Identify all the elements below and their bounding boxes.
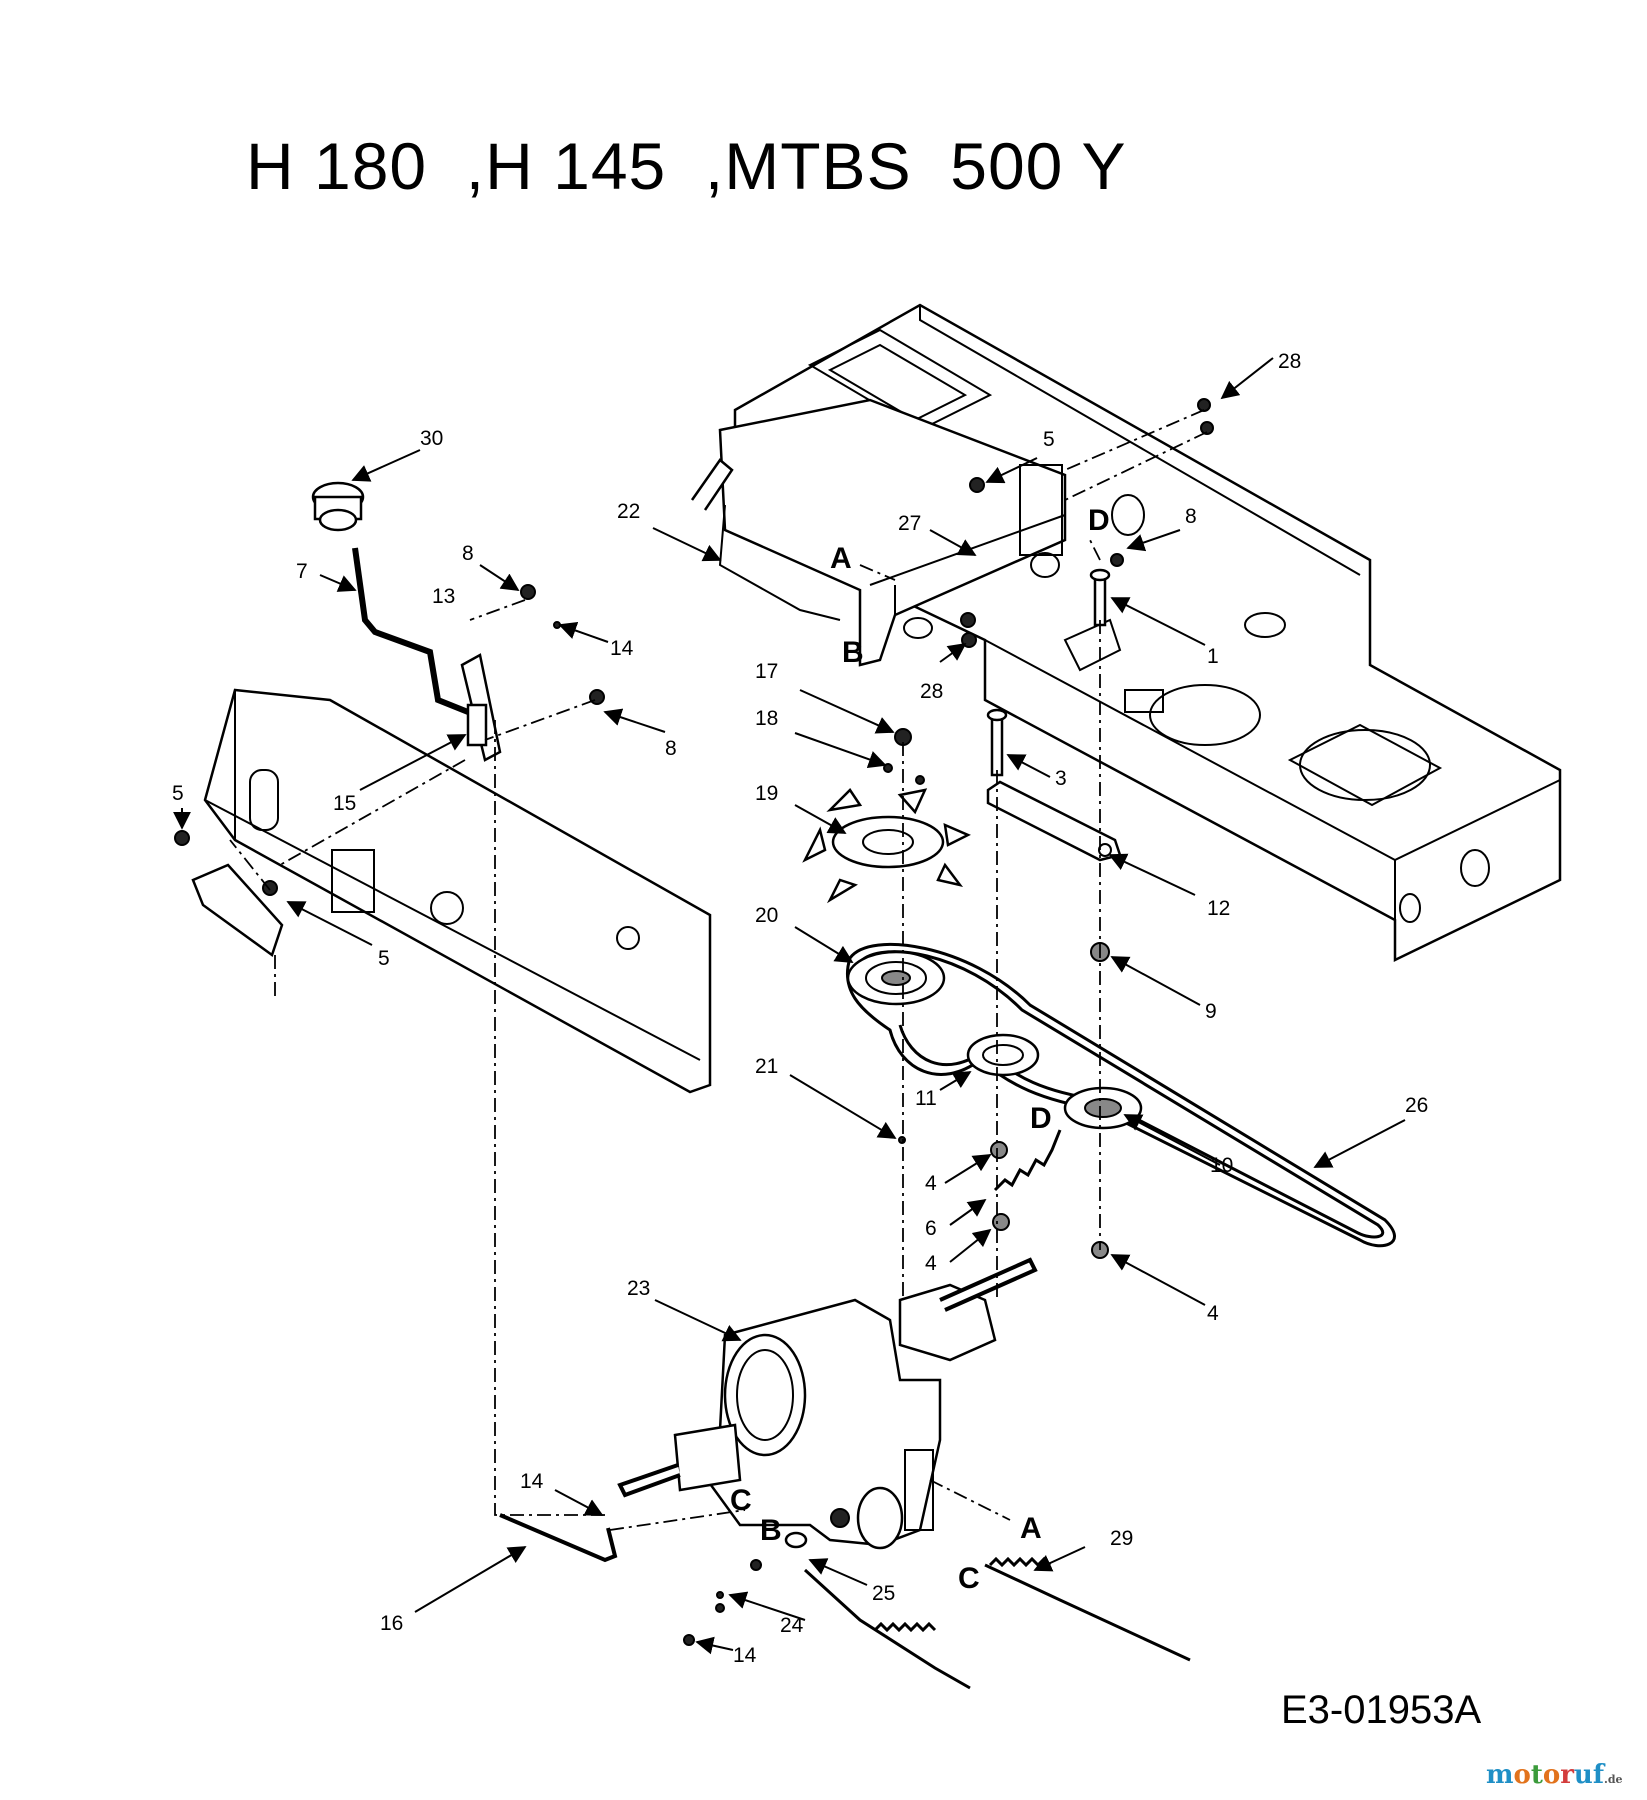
hardware: [174, 398, 1214, 1646]
callout-20: 20: [755, 904, 778, 927]
callout-3: 3: [1055, 767, 1067, 790]
callout-9: 9: [1205, 1000, 1217, 1023]
callout-29: 29: [1110, 1527, 1133, 1550]
callout-8: 8: [1185, 505, 1197, 528]
callout-12: 12: [1207, 897, 1230, 920]
ref-letter-a: A: [830, 542, 852, 575]
callout-4: 4: [925, 1172, 937, 1195]
callout-18: 18: [755, 707, 778, 730]
callout-5: 5: [172, 782, 184, 805]
callout-17: 17: [755, 660, 778, 683]
callout-7: 7: [296, 560, 308, 583]
callout-5: 5: [378, 947, 390, 970]
callout-4: 4: [1207, 1302, 1219, 1325]
callout-22: 22: [617, 500, 640, 523]
fan-and-pulleys: [802, 788, 1143, 1130]
callout-26: 26: [1405, 1094, 1428, 1117]
ref-letter-b: B: [842, 636, 864, 669]
ref-letter-a: A: [1020, 1512, 1042, 1545]
shift-lever: [311, 481, 502, 762]
ref-letter-c: C: [730, 1484, 752, 1517]
ref-letter-b: B: [760, 1514, 782, 1547]
callout-16: 16: [380, 1612, 403, 1635]
assembly-lines: [229, 409, 1208, 1531]
ref-letter-d: D: [1030, 1102, 1052, 1135]
callout-30: 30: [420, 427, 443, 450]
callout-8: 8: [665, 737, 677, 760]
diagram-title: H 180 ,H 145 ,MTBS 500 Y: [246, 129, 1127, 203]
leader-arrows: [173, 357, 1406, 1655]
callout-19: 19: [755, 782, 778, 805]
callout-1: 1: [1207, 645, 1219, 668]
callout-24: 24: [780, 1614, 804, 1637]
callout-11: 11: [915, 1087, 937, 1110]
callout-23: 23: [627, 1277, 650, 1300]
callout-28: 28: [1278, 350, 1301, 373]
callout-14: 14: [733, 1644, 757, 1667]
left-side-panel: [191, 688, 712, 1094]
callout-25: 25: [872, 1582, 895, 1605]
drawing-code: E3-01953A: [1281, 1688, 1482, 1732]
reference-letters: A B D D C B A C: [730, 504, 1110, 1595]
callout-4: 4: [925, 1252, 937, 1275]
brand-logo: motoruf.de: [1486, 1760, 1623, 1790]
seat-bracket: [690, 398, 1067, 667]
ref-letter-d: D: [1088, 504, 1110, 537]
rods-and-cables: [499, 1513, 1191, 1690]
callout-8: 8: [462, 542, 474, 565]
callout-14: 14: [520, 1470, 544, 1493]
callout-15: 15: [333, 792, 356, 815]
callout-numbers: 30 7 8 13 14 8 15 5 5 28 5 22 27 8 1 28 …: [172, 350, 1428, 1667]
callout-6: 6: [925, 1217, 937, 1240]
transaxle: [617, 1257, 1038, 1550]
callout-10: 10: [1210, 1154, 1233, 1177]
drive-belt: [845, 942, 1396, 1248]
callout-5: 5: [1043, 428, 1055, 451]
callout-21: 21: [755, 1055, 778, 1078]
callout-27: 27: [898, 512, 921, 535]
callout-28: 28: [920, 680, 943, 703]
callout-13: 13: [432, 585, 455, 608]
ref-letter-c: C: [958, 1562, 980, 1595]
callout-14: 14: [610, 637, 634, 660]
